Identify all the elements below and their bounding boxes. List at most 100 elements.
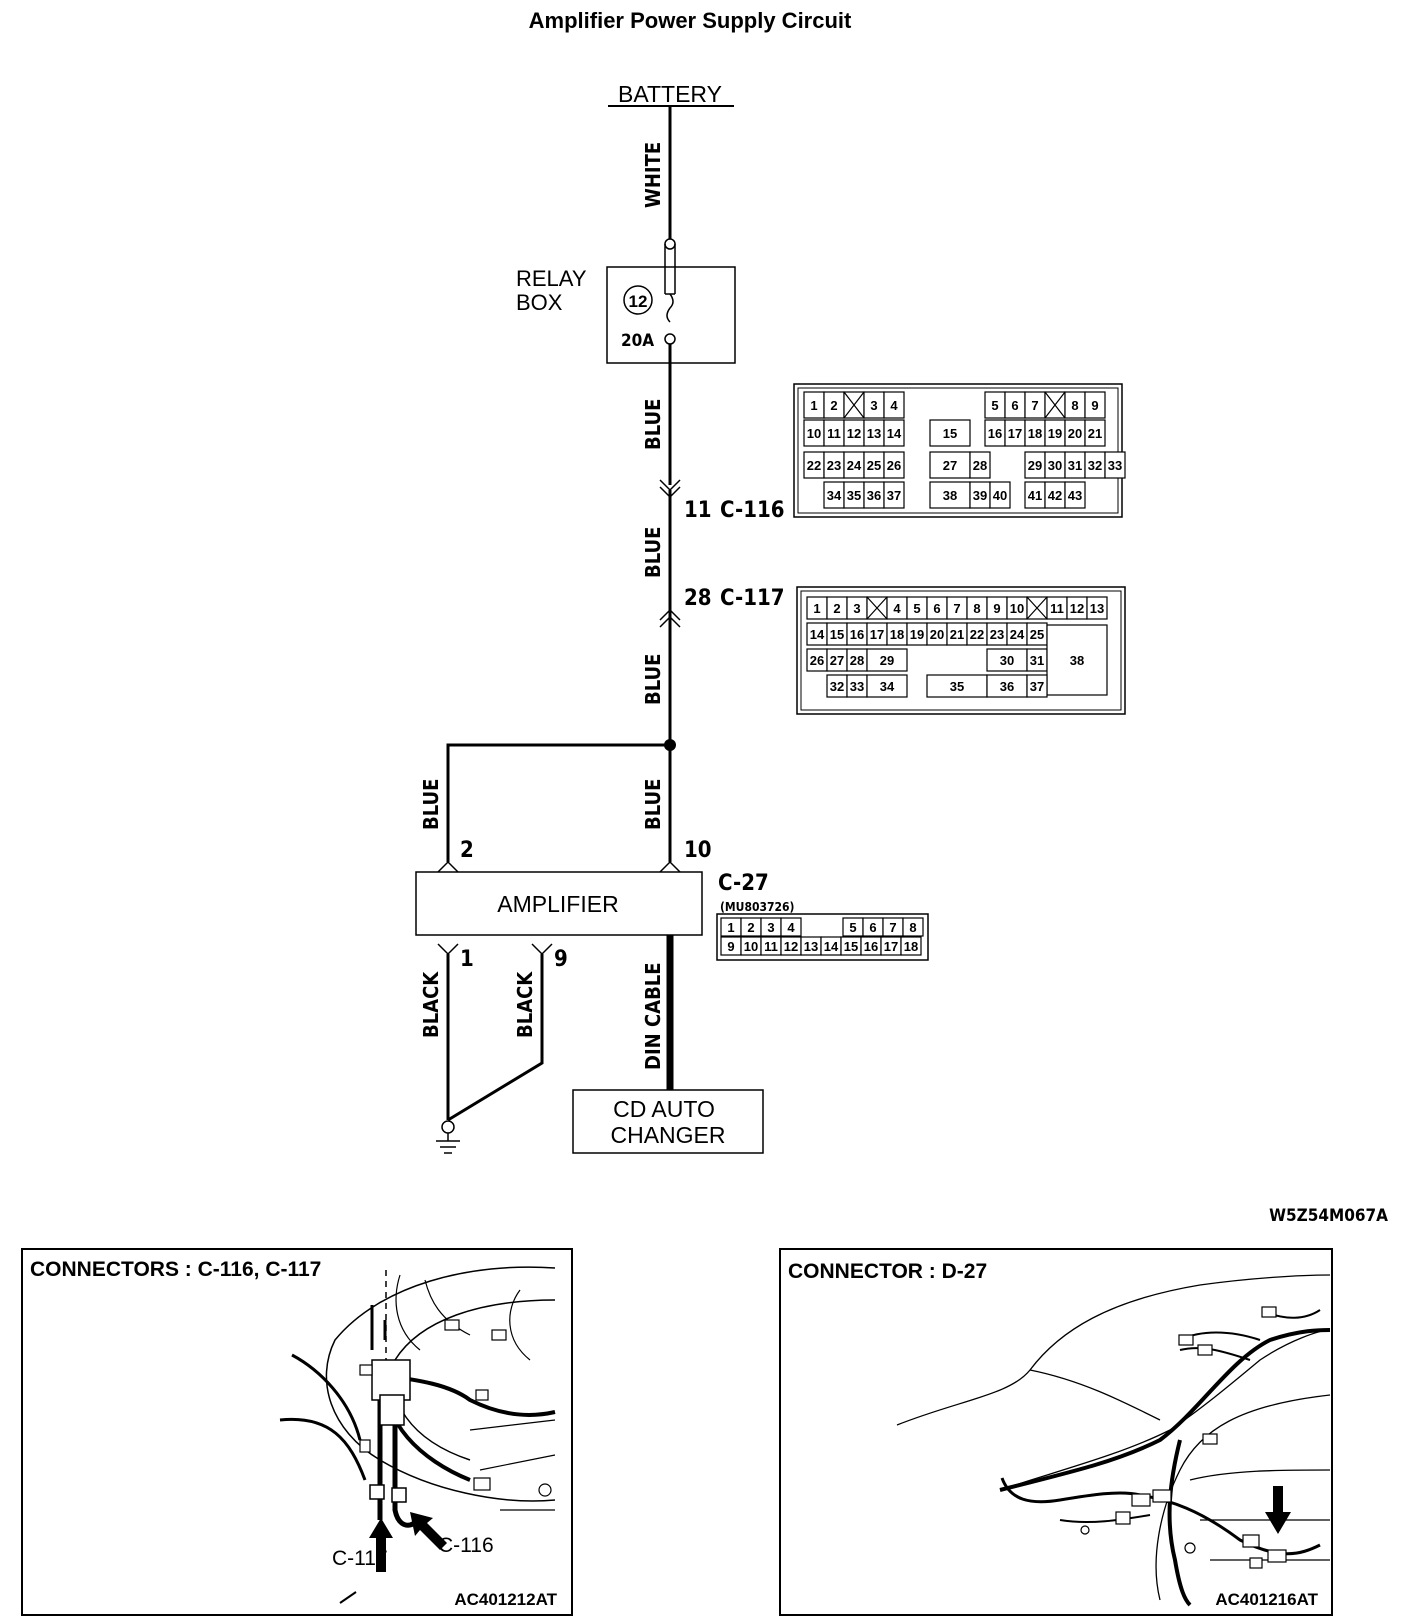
c117-pin-label: 16 (850, 627, 864, 642)
c117-pin-label: 14 (810, 627, 825, 642)
c27-pin-label: 17 (884, 939, 898, 954)
c116-pin-label: 1 (810, 398, 817, 413)
wire-label-black-1: BLACK (419, 971, 443, 1038)
cd-changer-label-1: CD AUTO (613, 1096, 715, 1122)
fuse-rating: 20A (621, 331, 654, 351)
c116-pin-label: 43 (1068, 488, 1082, 503)
c116-cell (989, 481, 1011, 509)
c116-pin-label: 28 (973, 458, 987, 473)
amp-pin-1-terminal (437, 943, 459, 956)
c27-pin-label: 12 (784, 939, 798, 954)
c116-pin-label: 27 (943, 458, 957, 473)
c117-pin-label: 38 (1070, 653, 1084, 668)
wire-label-black-2: BLACK (513, 971, 537, 1038)
panel-left-frame (21, 1248, 573, 1616)
amplifier-box (415, 871, 703, 936)
c116-pin-label: 17 (1008, 426, 1022, 441)
c117-pin-label: 2 (833, 601, 840, 616)
amp-part-number: (MU803726) (720, 900, 795, 914)
amp-pin-2-terminal (437, 860, 459, 873)
c116-pin: 11 (684, 498, 712, 523)
c116-cell (1064, 481, 1086, 509)
c116-cell (1084, 419, 1106, 447)
c117-pin-label: 10 (1010, 601, 1024, 616)
c116-cell (883, 481, 905, 509)
c27-pin-label: 10 (744, 939, 758, 954)
c117-cell (1046, 624, 1108, 696)
amp-pin-9-terminal (531, 943, 553, 956)
relay-box-label-1: RELAY (516, 266, 587, 291)
c116-pin-label: 7 (1031, 398, 1038, 413)
c116-pin-label: 11 (827, 426, 841, 441)
c116-name: C-116 (720, 498, 785, 523)
relay-box-label-2: BOX (516, 290, 563, 315)
c116-pin-label: 2 (830, 398, 837, 413)
c116-pin-label: 20 (1068, 426, 1082, 441)
c117-pin-label: 1 (813, 601, 820, 616)
c116-pin-label: 12 (847, 426, 861, 441)
c117-pin-label: 32 (830, 679, 844, 694)
c27-pin-label: 5 (849, 920, 856, 935)
c117-cell (866, 674, 908, 698)
wire-blue-left (446, 743, 670, 862)
c116-pin-label: 42 (1048, 488, 1062, 503)
c116-cell (929, 481, 971, 509)
c116-pin-label: 33 (1108, 458, 1122, 473)
panel-right-illustration (896, 1274, 1331, 1607)
c116-pin-label: 32 (1088, 458, 1102, 473)
c116-pin-label: 5 (991, 398, 998, 413)
c116-pin-label: 35 (847, 488, 861, 503)
c117-pin-label: 37 (1030, 679, 1044, 694)
c116-pin-label: 25 (867, 458, 881, 473)
c27-pin-label: 14 (824, 939, 839, 954)
c116-pin-label: 9 (1091, 398, 1098, 413)
c117-pin-label: 35 (950, 679, 964, 694)
c27-pin-label: 2 (747, 920, 754, 935)
wire-label-blue-3: BLUE (641, 654, 665, 705)
c27-pin-label: 8 (909, 920, 916, 935)
wire-label-din-cable: DIN CABLE (641, 962, 665, 1070)
c116-pin-label: 41 (1028, 488, 1042, 503)
wire-label-blue-2: BLUE (641, 527, 665, 578)
amp-pin-1: 1 (460, 947, 474, 972)
c117-pin-label: 34 (880, 679, 895, 694)
wire-label-blue-right: BLUE (641, 779, 665, 830)
c27-pin-label: 1 (727, 920, 734, 935)
c116-pin-label: 36 (867, 488, 881, 503)
c117-pin-label: 29 (880, 653, 894, 668)
wire-label-blue-1: BLUE (641, 399, 665, 450)
c117-pin-label: 33 (850, 679, 864, 694)
amp-pin-2: 2 (460, 838, 474, 863)
arrow-c117 (369, 1518, 393, 1572)
diagram-code: W5Z54M067A (1269, 1206, 1388, 1226)
c116-pin-label: 38 (943, 488, 957, 503)
wire-black-2 (447, 954, 544, 1122)
c117-pin-label: 9 (993, 601, 1000, 616)
cd-changer-box (572, 1089, 764, 1154)
cd-changer-label-2: CHANGER (610, 1122, 725, 1148)
c117-pin-label: 20 (930, 627, 944, 642)
c116-pin-label: 30 (1048, 458, 1062, 473)
c117-cell (866, 648, 908, 672)
c116-pin-label: 15 (943, 426, 957, 441)
c116-cell (1084, 391, 1106, 419)
c117-pin: 28 (684, 586, 712, 611)
c116-blank-cavity (843, 391, 865, 419)
c116-cell (883, 451, 905, 479)
c117-pin-label: 5 (913, 601, 920, 616)
c117-pin-label: 8 (973, 601, 980, 616)
c117-pin-label: 23 (990, 627, 1004, 642)
c116-pin-label: 3 (870, 398, 877, 413)
c27-cell (900, 936, 922, 956)
c117-cell (1026, 674, 1048, 698)
fuse-number-circle (623, 285, 653, 315)
c117-pin-label: 11 (1050, 601, 1064, 616)
c116-cell (969, 451, 991, 479)
c117-pin-label: 36 (1000, 679, 1014, 694)
c117-pin-label: 6 (933, 601, 940, 616)
c116-pin-label: 13 (867, 426, 881, 441)
panel-right-title: CONNECTOR : D-27 (788, 1260, 987, 1283)
c116-pin-label: 37 (887, 488, 901, 503)
